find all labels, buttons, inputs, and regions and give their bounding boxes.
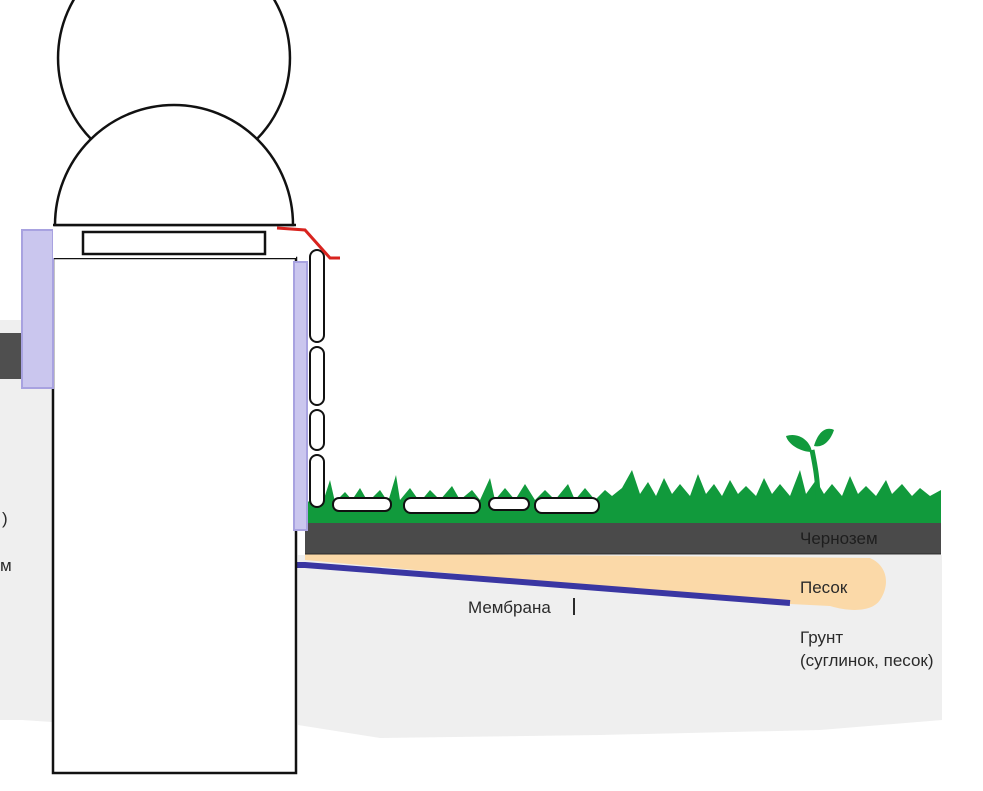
- paving-stone: [488, 497, 530, 511]
- dome: [53, 103, 295, 227]
- ground-soil: [0, 385, 52, 722]
- ground-soil-left-strip: [0, 320, 22, 720]
- left-slab: [0, 333, 24, 379]
- chernozem-label: Чернозем: [800, 529, 878, 548]
- sand-layer: [305, 553, 886, 610]
- cap-plate: [81, 230, 267, 256]
- wall-stone: [309, 346, 325, 406]
- chernozem-layer: [305, 523, 941, 554]
- soil-label-line2: (суглинок, песок): [800, 651, 934, 670]
- cutoff-label-2: м: [0, 556, 12, 575]
- cutoff-label-1: ): [2, 509, 8, 528]
- soil-label-line1: Грунт: [800, 628, 844, 647]
- membrane-pointer: [573, 598, 575, 615]
- insulation-panel-left: [21, 229, 54, 389]
- paving-stone: [534, 497, 600, 514]
- top-ball: [56, 0, 292, 141]
- grass-strip: [305, 470, 941, 523]
- red-flashing: [276, 226, 340, 260]
- sand-label: Песок: [800, 578, 848, 597]
- wall-stone: [309, 454, 325, 508]
- sprout-stem: [809, 449, 821, 501]
- sprout-leaf-left: [786, 434, 812, 452]
- wall-stone: [309, 249, 325, 343]
- paving-stone: [332, 497, 392, 512]
- foundation-column: [51, 256, 298, 775]
- membrane-label: Мембрана: [468, 598, 551, 617]
- sprout-leaf-right: [814, 428, 834, 447]
- paving-stone: [403, 497, 481, 514]
- wall-stone: [309, 409, 325, 451]
- insulation-panel-right: [293, 261, 308, 531]
